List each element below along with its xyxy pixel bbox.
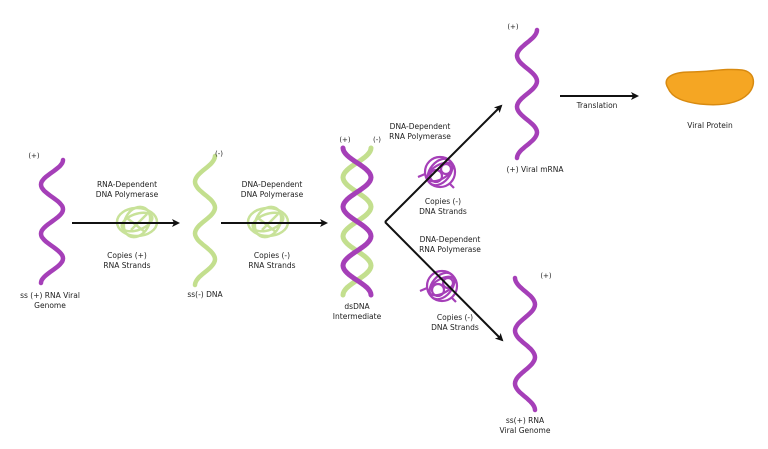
dsdna-plus-strand	[340, 145, 374, 298]
enzyme-action: Copies (-)	[254, 251, 290, 260]
viral-protein-icon	[665, 68, 755, 106]
strand-sign: (-)	[373, 136, 381, 144]
dna-dependent-rna-polymerase-icon	[417, 155, 457, 189]
enzyme-name: DNA-Dependent	[390, 122, 451, 131]
translation-label: Translation	[576, 101, 618, 110]
strand-sign: (+)	[507, 23, 519, 31]
dsdna-label: Intermediate	[333, 312, 382, 321]
strand-sign: (+)	[28, 152, 40, 160]
ss-dna-label: ss(-) DNA	[187, 290, 223, 299]
dna-dependent-rna-polymerase-icon	[419, 269, 459, 303]
enzyme-name: DNA-Dependent	[420, 235, 481, 244]
enzyme-action: RNA Strands	[103, 261, 150, 270]
viral-mrna-strand	[514, 27, 540, 161]
genome-label: Viral Genome	[500, 426, 551, 435]
ss-rna-label: Genome	[34, 301, 66, 310]
arrow-dsdna-to-genome	[384, 221, 504, 342]
enzyme-action: RNA Strands	[248, 261, 295, 270]
ss-dna-strand	[192, 153, 218, 288]
mrna-label: (+) Viral mRNA	[507, 165, 565, 174]
enzyme-action: Copies (-)	[437, 313, 473, 322]
enzyme-name: RNA Polymerase	[419, 245, 481, 254]
enzyme-action: DNA Strands	[419, 207, 467, 216]
ss-rna-genome-strand	[38, 157, 66, 286]
dsdna-label: dsDNA	[344, 302, 370, 311]
strand-sign: (+)	[339, 136, 351, 144]
enzyme-name: RNA-Dependent	[97, 180, 157, 189]
strand-sign: (-)	[215, 150, 223, 158]
ss-rna-viral-genome-strand	[512, 275, 538, 413]
arrow-dsdna-to-mrna	[384, 104, 503, 223]
ss-rna-label: ss (+) RNA Viral	[20, 291, 80, 300]
enzyme-action: DNA Strands	[431, 323, 479, 332]
enzyme-name: DNA Polymerase	[96, 190, 159, 199]
enzyme-name: DNA-Dependent	[242, 180, 303, 189]
genome-label: ss(+) RNA	[506, 416, 545, 425]
enzyme-action: Copies (-)	[425, 197, 461, 206]
viral-protein-label: Viral Protein	[687, 121, 733, 130]
enzyme-action: Copies (+)	[107, 251, 147, 260]
enzyme-name: RNA Polymerase	[389, 132, 451, 141]
enzyme-name: DNA Polymerase	[241, 190, 304, 199]
strand-sign: (+)	[540, 272, 552, 280]
